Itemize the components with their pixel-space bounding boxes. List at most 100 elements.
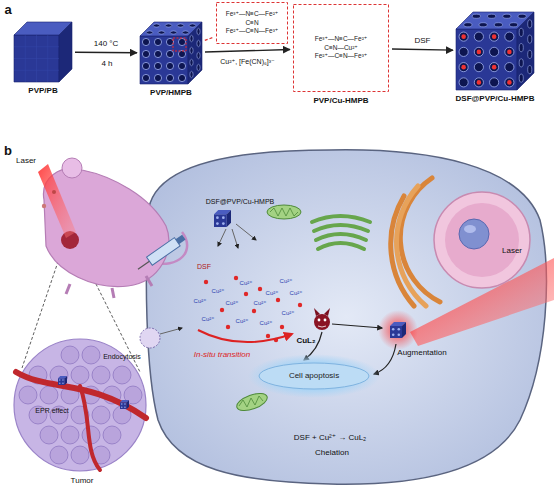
nanocube: PVP/PB — [14, 22, 72, 82]
loaded-nanocube — [461, 65, 466, 70]
process-label: Endocytosis — [103, 353, 141, 360]
dsf-molecule — [204, 280, 208, 284]
tumor-cell — [71, 366, 89, 384]
lattice-box — [217, 3, 288, 44]
hollow-nanocube — [142, 62, 149, 69]
arrow-connector — [392, 49, 453, 50]
tumor-cell — [71, 446, 89, 464]
tumor — [14, 339, 146, 471]
hollow-nanocube — [197, 28, 200, 34]
panel-letter: a — [4, 2, 11, 17]
endoplasmic-reticulum — [391, 196, 414, 306]
tumor-cell — [82, 346, 100, 364]
mitochondrion — [239, 396, 263, 407]
mouse — [66, 276, 152, 298]
loaded-nanocube — [517, 12, 534, 90]
panel-letter: b — [4, 143, 12, 158]
loaded-nanocube — [459, 47, 468, 56]
hollow-nanocube — [154, 74, 161, 81]
hollow-nanocube — [190, 35, 193, 41]
loaded-nanocube — [477, 50, 482, 55]
loaded-nanocube — [479, 23, 487, 27]
release-arrow — [236, 224, 256, 240]
nucleus — [434, 192, 530, 288]
golgi-apparatus — [312, 216, 370, 222]
loaded-nanocube — [474, 63, 483, 72]
node-text: Fe²⁺—C≡N—Fe³⁺ — [315, 52, 368, 61]
release-arrow — [232, 229, 238, 248]
condition-text: 4 h — [101, 59, 112, 68]
ion-label: Cu²⁺ — [260, 319, 273, 326]
nanocube — [14, 35, 59, 82]
ion-label: Cu²⁺ — [202, 315, 215, 322]
node-heading: PVP/HMPB — [150, 88, 192, 97]
tumor-cell — [92, 366, 110, 384]
outcome-ellipse: Cell apoptosis — [258, 362, 370, 390]
hollow-nanocube — [189, 24, 195, 27]
text-stack — [14, 22, 72, 82]
node-text: Fe²⁺—C≡N—Fe³⁺ — [226, 27, 279, 36]
hollow-nanocube — [178, 62, 185, 69]
hollow-nanocube — [153, 24, 159, 27]
lattice-box: Fe³⁺—N≡C—Fe²⁺C≡N—Cu²⁺Fe²⁺—C≡N—Fe³⁺PVP/Cu… — [293, 4, 389, 92]
nanocube — [59, 22, 72, 82]
loaded-nanocube: DSF@PVP/Cu-HMPB — [456, 12, 534, 90]
loaded-nanocube — [494, 23, 502, 27]
tumor-cell — [19, 386, 37, 404]
nucleus — [445, 203, 519, 277]
loaded-nanocube — [490, 63, 499, 72]
cul2-complex — [314, 308, 330, 330]
apoptosis-glow — [248, 354, 380, 398]
syringe — [135, 233, 187, 273]
loaded-nanocube — [519, 44, 523, 52]
laser-beam — [410, 258, 554, 346]
mouse — [42, 204, 46, 208]
loaded-nanocube — [503, 14, 511, 18]
hollow-nanocube — [158, 31, 164, 34]
drug-label: DSF — [197, 263, 211, 270]
lattice-box: Fe³⁺—N≡C—Fe²⁺C≡NFe²⁺—C≡N—Fe³⁺ — [216, 2, 288, 44]
process-label: Augmentation — [397, 348, 446, 357]
hollow-nanocube — [140, 22, 202, 84]
hollow-nanocube — [154, 62, 161, 69]
hollow-nanocube — [170, 31, 176, 34]
loaded-nanocube — [505, 63, 514, 72]
loaded-nanocube — [507, 80, 512, 85]
ion-label: Cu²⁺ — [194, 297, 207, 304]
hollow-nanocube — [146, 31, 152, 34]
loaded-nanocube — [528, 66, 532, 74]
pathway-arrow — [374, 344, 396, 374]
golgi-apparatus — [312, 216, 370, 249]
ion-label: Cu²⁺ — [290, 289, 303, 296]
dsf-molecule — [276, 298, 280, 302]
loaded-nanocube — [461, 34, 466, 39]
tumor-cell — [40, 426, 58, 444]
loaded-nanocube — [510, 23, 518, 27]
tumor-cell — [103, 426, 121, 444]
cul2-complex — [318, 326, 326, 327]
hollow-nanocube — [166, 74, 173, 81]
loaded-nanocube — [528, 50, 532, 58]
text-stack: Fe³⁺—N≡C—Fe²⁺C≡N—Cu²⁺Fe²⁺—C≡N—Fe³⁺ — [293, 4, 389, 92]
outcome-ellipse — [259, 363, 369, 389]
reaction-equation: DSF + Cu²⁺ → CuL₂ — [294, 433, 366, 442]
loaded-nanocube — [459, 63, 468, 72]
tumor-cell — [61, 426, 79, 444]
hollow-nanocube — [166, 62, 173, 69]
dsf-molecule — [266, 334, 270, 338]
endocytosis-vesicle — [160, 328, 182, 334]
loaded-nanocube — [505, 47, 514, 56]
loaded-nanocube — [492, 34, 497, 39]
text-stack — [456, 12, 534, 90]
complex-label: CuL₂ — [296, 336, 315, 345]
loaded-nanocube — [459, 78, 468, 87]
endocytosis-vesicle — [140, 328, 182, 348]
mitochondrion — [267, 205, 301, 219]
loaded-nanocube — [519, 28, 523, 36]
loaded-nanocube — [518, 14, 526, 18]
hollow-nanocube — [182, 31, 188, 34]
hollow-nanocube — [197, 52, 200, 58]
nucleus — [464, 225, 476, 233]
hollow-nanocube — [165, 24, 171, 27]
golgi-apparatus — [316, 234, 366, 240]
